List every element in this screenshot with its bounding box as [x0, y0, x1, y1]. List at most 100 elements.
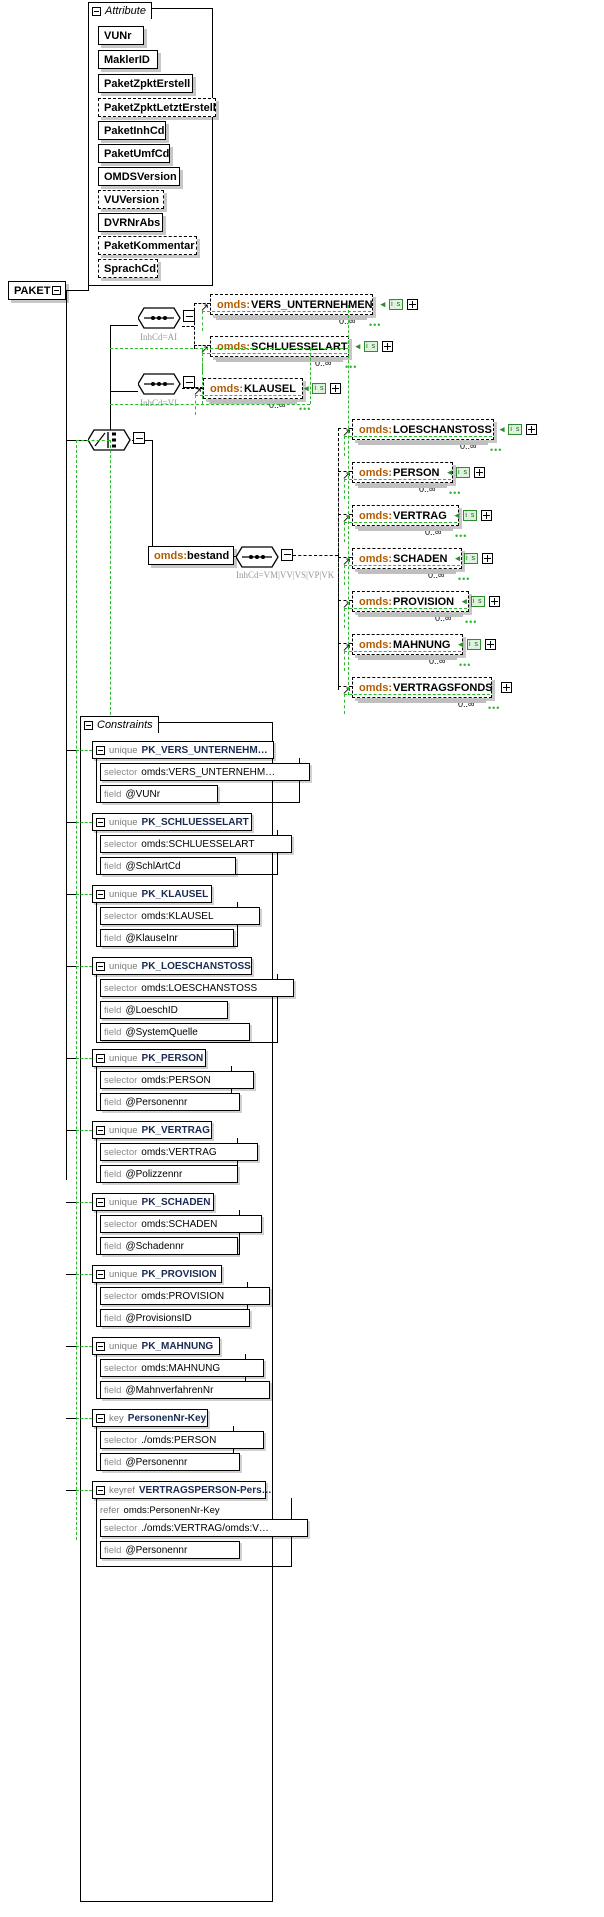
- minus-icon[interactable]: [96, 1125, 105, 1135]
- plus-icon[interactable]: [474, 467, 485, 478]
- constraint-field-row[interactable]: field@Schadennr: [100, 1237, 238, 1255]
- plus-icon[interactable]: [481, 553, 493, 564]
- paket-collapse-icon[interactable]: [52, 286, 61, 295]
- attribute-group-tab[interactable]: Attribute: [88, 2, 152, 19]
- attribute-paketzpktletzterstell[interactable]: PaketZpktLetztErstell: [98, 98, 216, 117]
- attribute-paketzpkterstell[interactable]: PaketZpktErstell: [98, 74, 193, 93]
- plus-icon[interactable]: [526, 424, 538, 435]
- root-element-paket[interactable]: PAKET: [8, 281, 66, 300]
- attribute-paketumfcd[interactable]: PaketUmfCd: [98, 144, 170, 163]
- minus-icon[interactable]: [96, 1485, 105, 1495]
- constraint-name: PK_SCHADEN: [141, 1196, 211, 1208]
- plus-icon[interactable]: [330, 383, 342, 394]
- element-omds-klausel[interactable]: omds:KLAUSEL◂i s: [203, 378, 342, 399]
- compositor-sequence-1[interactable]: [137, 371, 195, 402]
- compositor-collapse-icon[interactable]: [133, 432, 145, 444]
- minus-icon[interactable]: [92, 6, 101, 16]
- attribute-dvrnrabs[interactable]: DVRNrAbs: [98, 213, 163, 232]
- constraint-field-row[interactable]: field@Personennr: [100, 1541, 240, 1559]
- attribute-vuversion[interactable]: VUVersion: [98, 190, 164, 209]
- inherit-arrow-icon: ↗: [342, 470, 352, 482]
- constraint-field-row[interactable]: field@SchlArtCd: [100, 857, 236, 875]
- element-omds-schluesselart[interactable]: omds:SCHLUESSELART◂i s: [210, 336, 394, 357]
- left-arrow-icon: ◂: [355, 341, 361, 351]
- plus-icon[interactable]: [500, 682, 512, 693]
- constraint-field-row[interactable]: field@MahnverfahrenNr: [100, 1381, 270, 1399]
- element-omds-mahnung[interactable]: omds:MAHNUNG◂i s: [352, 634, 496, 655]
- constraint-field-row[interactable]: field@Personennr: [100, 1093, 240, 1111]
- plus-icon[interactable]: [382, 341, 394, 352]
- plus-icon[interactable]: [481, 510, 493, 521]
- inherit-arrow-icon: ↗: [342, 685, 352, 697]
- constraint-field-row[interactable]: field@KlauseInr: [100, 929, 234, 947]
- minus-icon[interactable]: [96, 817, 105, 827]
- constraint-field-row[interactable]: field@Polizzennr: [100, 1165, 238, 1183]
- type-badge: i s: [463, 553, 478, 564]
- plus-icon[interactable]: [488, 596, 500, 607]
- minus-icon[interactable]: [96, 1341, 105, 1351]
- element-omds-vertrag[interactable]: omds:VERTRAG◂i s: [352, 505, 493, 526]
- minus-icon[interactable]: [84, 720, 93, 730]
- minus-icon[interactable]: [96, 1269, 105, 1279]
- repeat-shadow: [358, 656, 457, 660]
- occurrence-indicator: 0..∞: [419, 484, 436, 494]
- element-omds-loeschanstoss[interactable]: omds:LOESCHANSTOSS◂i s: [352, 419, 538, 440]
- attribute-omdsversion[interactable]: OMDSVersion: [98, 167, 180, 186]
- occurrence-indicator: 0..∞: [435, 613, 452, 623]
- plus-icon[interactable]: [484, 639, 496, 650]
- minus-icon[interactable]: [96, 961, 105, 971]
- constraint-field-row[interactable]: field@SystemQuelle: [100, 1023, 250, 1041]
- attribute-sprachcd[interactable]: SprachCd: [98, 259, 158, 278]
- attribute-paketinhcd[interactable]: PaketInhCd: [98, 121, 166, 140]
- minus-icon[interactable]: [96, 1197, 105, 1207]
- attribute-vunr[interactable]: VUNr: [98, 26, 144, 45]
- attribute-maklerid[interactable]: MaklerID: [98, 50, 158, 69]
- constraint-field-row[interactable]: field@ProvisionsID: [100, 1309, 250, 1327]
- constraint-field-row[interactable]: field@Personennr: [100, 1453, 240, 1471]
- row-kind: selector: [104, 910, 138, 922]
- minus-icon[interactable]: [96, 1413, 105, 1423]
- green-guide-segment: [110, 404, 310, 405]
- element-omds-provision[interactable]: omds:PROVISION◂i s: [352, 591, 500, 612]
- element-omds-schaden[interactable]: omds:SCHADEN◂i s: [352, 548, 493, 569]
- minus-icon[interactable]: [96, 745, 105, 755]
- element-label: PERSON: [393, 466, 440, 479]
- constraint-field-row[interactable]: field@LoeschID: [100, 1001, 228, 1019]
- element-omds-vers-unternehmen[interactable]: omds:VERS_UNTERNEHMEN◂i s: [210, 294, 419, 315]
- element-omds-person[interactable]: omds:PERSON◂i s: [352, 462, 485, 483]
- plus-icon[interactable]: [407, 299, 419, 310]
- constraint-field-row[interactable]: field@VUNr: [100, 785, 218, 803]
- bestand-sequence-compositor[interactable]: [236, 544, 284, 570]
- constraint-selector-row[interactable]: selector./omds:VERTRAG/omds:V…: [100, 1519, 308, 1537]
- element-omds-bestand[interactable]: omds:bestand: [148, 546, 234, 565]
- attribute-paketkommentar[interactable]: PaketKommentar: [98, 236, 197, 255]
- constraint-selector-row[interactable]: selector./omds:PERSON: [100, 1431, 264, 1449]
- compositor-choice-2[interactable]: [87, 427, 145, 458]
- row-value: omds:PROVISION: [141, 1290, 225, 1302]
- minus-icon[interactable]: [96, 889, 105, 899]
- minus-icon[interactable]: [96, 1053, 105, 1063]
- element-omds-vertragsfonds[interactable]: omds:VERTRAGSFONDS: [352, 677, 512, 698]
- type-badge: i s: [470, 596, 485, 607]
- constraints-group-tab[interactable]: Constraints: [80, 716, 159, 733]
